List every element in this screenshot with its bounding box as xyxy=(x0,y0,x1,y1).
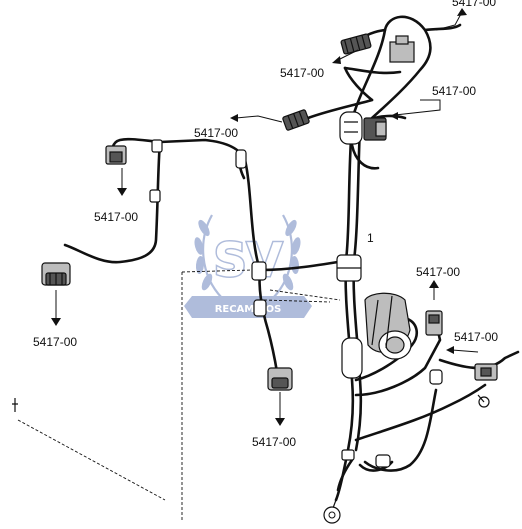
connector-upper-right xyxy=(363,117,387,141)
callout-labels: 5417-00 5417-00 5417-00 5417-00 5417-00 … xyxy=(33,0,498,449)
callout-right-lower: 5417-00 xyxy=(454,330,498,344)
leader-arrows xyxy=(51,8,479,426)
central-module xyxy=(364,292,412,360)
connectors xyxy=(41,33,498,524)
watermark-monogram: SV xyxy=(214,233,283,287)
edge-marks xyxy=(12,398,18,412)
connector-left-upper xyxy=(105,145,127,165)
connector-right-lower xyxy=(474,363,498,381)
connector-mid xyxy=(282,109,310,131)
connector-far-left xyxy=(41,262,71,286)
callout-right-middle: 5417-00 xyxy=(416,265,460,279)
connector-top-center xyxy=(389,35,415,63)
callout-top-right: 5417-00 xyxy=(452,0,496,9)
callout-right-upper: 5417-00 xyxy=(432,84,476,98)
watermark-logo: SV RECAMBIOS xyxy=(184,214,312,318)
callout-far-left: 5417-00 xyxy=(33,335,77,349)
small-terminal xyxy=(477,394,490,408)
lower-branches xyxy=(336,316,520,492)
connector-top xyxy=(340,33,372,55)
callout-top-center: 5417-00 xyxy=(280,66,324,80)
ring-terminal xyxy=(323,499,341,524)
callout-bottom-center: 5417-00 xyxy=(252,435,296,449)
reference-lines xyxy=(17,269,341,522)
item-number-label: 1 xyxy=(367,231,374,245)
connector-right-middle xyxy=(425,310,443,336)
connector-bottom-center xyxy=(267,367,293,391)
callout-left: 5417-00 xyxy=(94,210,138,224)
callout-mid-left-upper: 5417-00 xyxy=(194,126,238,140)
watermark-ribbon-text: RECAMBIOS xyxy=(215,304,282,315)
harness-clips xyxy=(149,111,443,468)
